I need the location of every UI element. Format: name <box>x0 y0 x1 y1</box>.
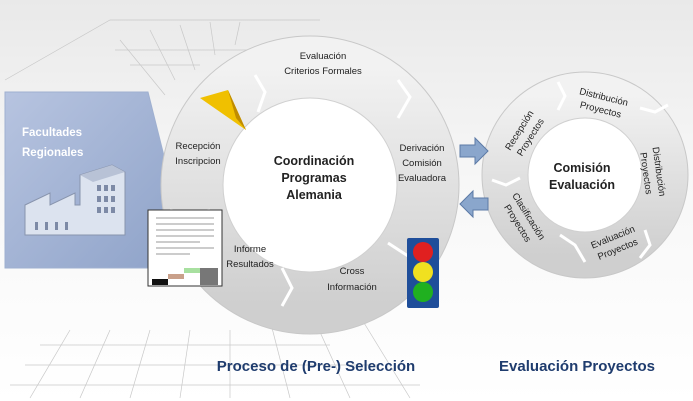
footer-left-title: Proceso de (Pre-) Selección <box>217 358 415 375</box>
facultades-label-2: Regionales <box>22 147 83 159</box>
left-center-line-3: Alemania <box>286 188 343 202</box>
perspective-grid <box>4 19 420 399</box>
segment-cross-line-2: Información <box>327 282 377 293</box>
segment-derivacion-line-1: Derivación <box>400 143 445 154</box>
segment-informe-line-2: Resultados <box>226 259 274 270</box>
segment-derivacion-line-3: Evaluadora <box>398 173 447 184</box>
left-center-line-2: Programas <box>281 171 346 185</box>
arrow-left-icon <box>459 189 489 219</box>
left-cycle-ring <box>160 35 460 335</box>
right-center-line-2: Evaluación <box>549 178 615 192</box>
footer-right-title: Evaluación Proyectos <box>499 358 655 375</box>
facultades-regionales-block: Facultades Regionales <box>4 91 171 269</box>
arrow-right-icon <box>459 136 489 166</box>
segment-cross-line-1: Cross <box>340 266 365 277</box>
segment-recepcion-line-2: Inscripcion <box>175 156 220 167</box>
report-document-icon <box>147 209 223 287</box>
segment-derivacion-line-2: Comisión <box>402 158 442 169</box>
segment-evaluacion-line-1: Evaluación <box>300 51 346 62</box>
pyramid-icon <box>200 90 246 130</box>
right-center-line-1: Comisión <box>554 161 611 175</box>
segment-informe-line-1: Informe <box>234 244 266 255</box>
facultades-label-1: Facultades <box>22 127 82 139</box>
left-center-line-1: Coordinación <box>274 154 355 168</box>
right-cycle-ring <box>481 71 689 279</box>
segment-recepcion-line-1: Recepción <box>176 141 221 152</box>
factory-icon <box>24 164 126 236</box>
traffic-light-icon <box>407 238 439 308</box>
segment-evaluacion-line-2: Criterios Formales <box>284 66 362 77</box>
